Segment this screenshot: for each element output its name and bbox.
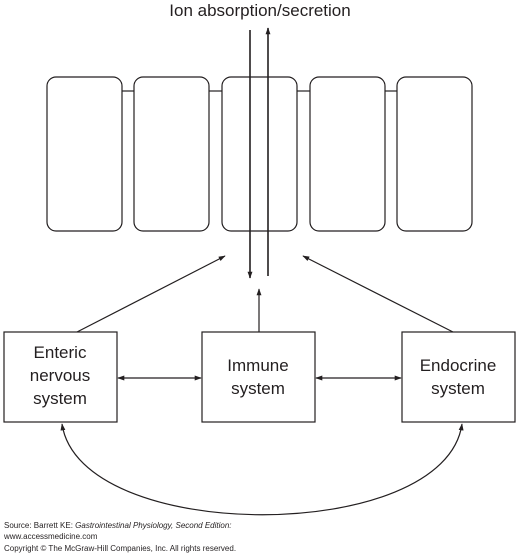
epithelial-cell-layer bbox=[46, 76, 473, 232]
immune-label-line2: system bbox=[231, 379, 285, 398]
enteric-label-line1: Enteric bbox=[34, 343, 87, 362]
diagram-title: Ion absorption/secretion bbox=[169, 1, 350, 20]
endocrine-system-box bbox=[401, 331, 516, 423]
enteric-endocrine-curved-arrow bbox=[60, 423, 464, 516]
source-prefix: Source: Barrett KE: bbox=[4, 521, 76, 530]
enteric-label-line3: system bbox=[33, 389, 87, 408]
epithelial-cell bbox=[46, 76, 123, 232]
immune-system-box bbox=[201, 331, 316, 423]
copyright-line: Copyright © The McGraw-Hill Companies, I… bbox=[4, 544, 237, 553]
enteric-nervous-system-box bbox=[3, 331, 118, 423]
website-line: www.accessmedicine.com bbox=[4, 532, 98, 541]
epithelial-cell bbox=[221, 76, 298, 232]
source-line: Source: Barrett KE: Gastrointestinal Phy… bbox=[4, 521, 232, 531]
enteric-label-line2: nervous bbox=[30, 366, 90, 385]
epithelial-cell bbox=[309, 76, 386, 232]
epithelial-cell bbox=[396, 76, 473, 232]
ion-transport-diagram: Ion absorption/secretion Enteric nervous… bbox=[3, 1, 516, 516]
immune-label-line1: Immune bbox=[227, 356, 288, 375]
endocrine-label-line1: Endocrine bbox=[420, 356, 497, 375]
enteric-to-epithelium-arrow bbox=[76, 255, 226, 333]
endocrine-label-line2: system bbox=[431, 379, 485, 398]
endocrine-to-epithelium-arrow bbox=[302, 255, 454, 333]
epithelial-cell bbox=[133, 76, 210, 232]
source-title: Gastrointestinal Physiology, Second Edit… bbox=[75, 521, 232, 530]
